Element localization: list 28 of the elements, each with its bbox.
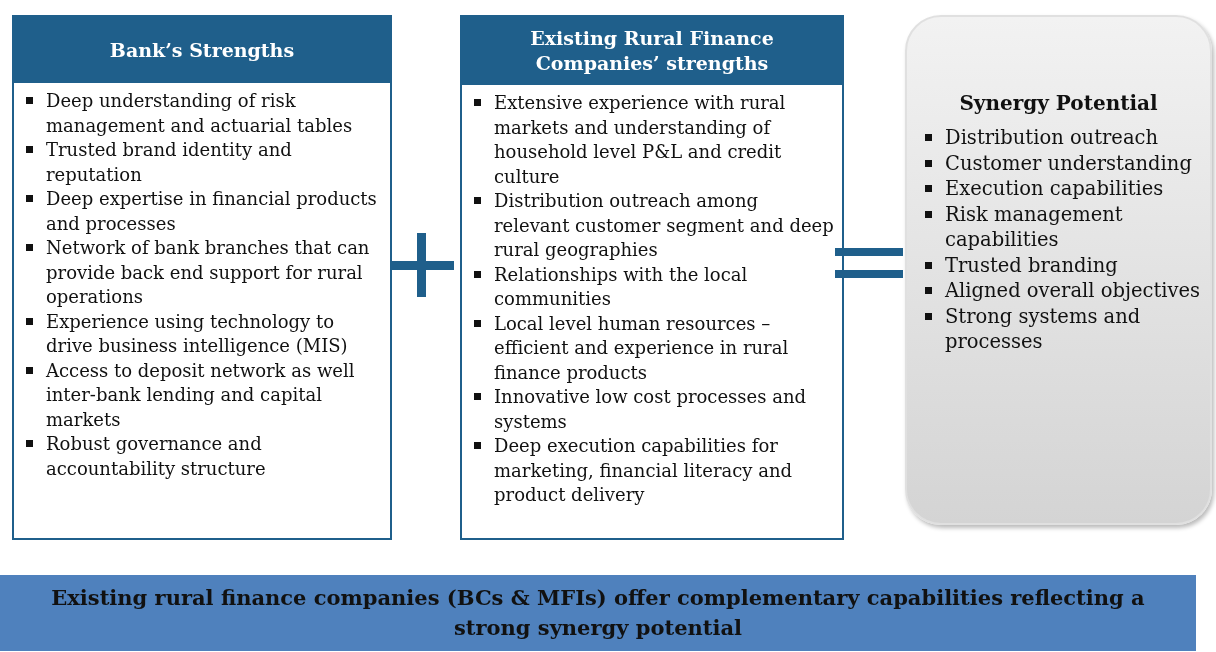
bullet-item: Trusted branding bbox=[945, 253, 1118, 277]
bullet-item: Strong systems and processes bbox=[945, 304, 1141, 353]
bullet-item: Access to deposit network as well inter-bank lending and capital markets bbox=[46, 359, 355, 430]
bullet-item: Robust governance and accountability structure bbox=[46, 433, 266, 479]
text-panel bbox=[12, 15, 392, 540]
bullet-item: Network of bank branches that can provide back end support for rural operations bbox=[46, 237, 370, 307]
text-panel bbox=[460, 15, 844, 540]
panel-header: Existing Rural Finance Companies’ strengths bbox=[462, 17, 842, 85]
bullet-item: Distribution outreach among relevant customer segment and deep rural geographies bbox=[494, 190, 834, 260]
bullet-item: Experience using technology to drive business intelligence (MIS) bbox=[46, 310, 348, 356]
bullet-item: Deep understanding of risk management and actuarial tables bbox=[46, 90, 353, 136]
banner-text: Existing rural finance companies (BCs & MFIs) offer complementary capabilities reflecting a strong synergy potential bbox=[50, 584, 1146, 642]
panel-heading: Synergy Potential bbox=[958, 91, 1159, 115]
bullet-item: Distribution outreach bbox=[945, 126, 1158, 149]
panel-header: Bank’s Strengths bbox=[14, 17, 390, 83]
bullet-item: Trusted brand identity and reputation bbox=[46, 139, 292, 185]
conclusion-banner bbox=[0, 575, 1196, 651]
bullet-item: Extensive experience with rural markets and understanding of household level P&L and credit culture bbox=[494, 92, 786, 187]
bullet-item: Customer understanding bbox=[945, 151, 1192, 175]
bullet-item: Execution capabilities bbox=[945, 177, 1164, 200]
bullet-item: Aligned overall objectives bbox=[945, 279, 1201, 302]
bullet-item: Relationships with the local communities bbox=[494, 263, 748, 309]
bullet-item: Deep expertise in financial products and processes bbox=[46, 188, 377, 234]
bullet-item: Deep execution capabilities for marketing, financial literacy and product delivery bbox=[494, 435, 793, 505]
bullet-item: Risk management capabilities bbox=[945, 202, 1123, 251]
rounded-panel bbox=[905, 15, 1212, 525]
bullet-item: Local level human resources – efficient and experience in rural finance products bbox=[494, 312, 789, 383]
bullet-item: Innovative low cost processes and systems bbox=[494, 386, 807, 432]
